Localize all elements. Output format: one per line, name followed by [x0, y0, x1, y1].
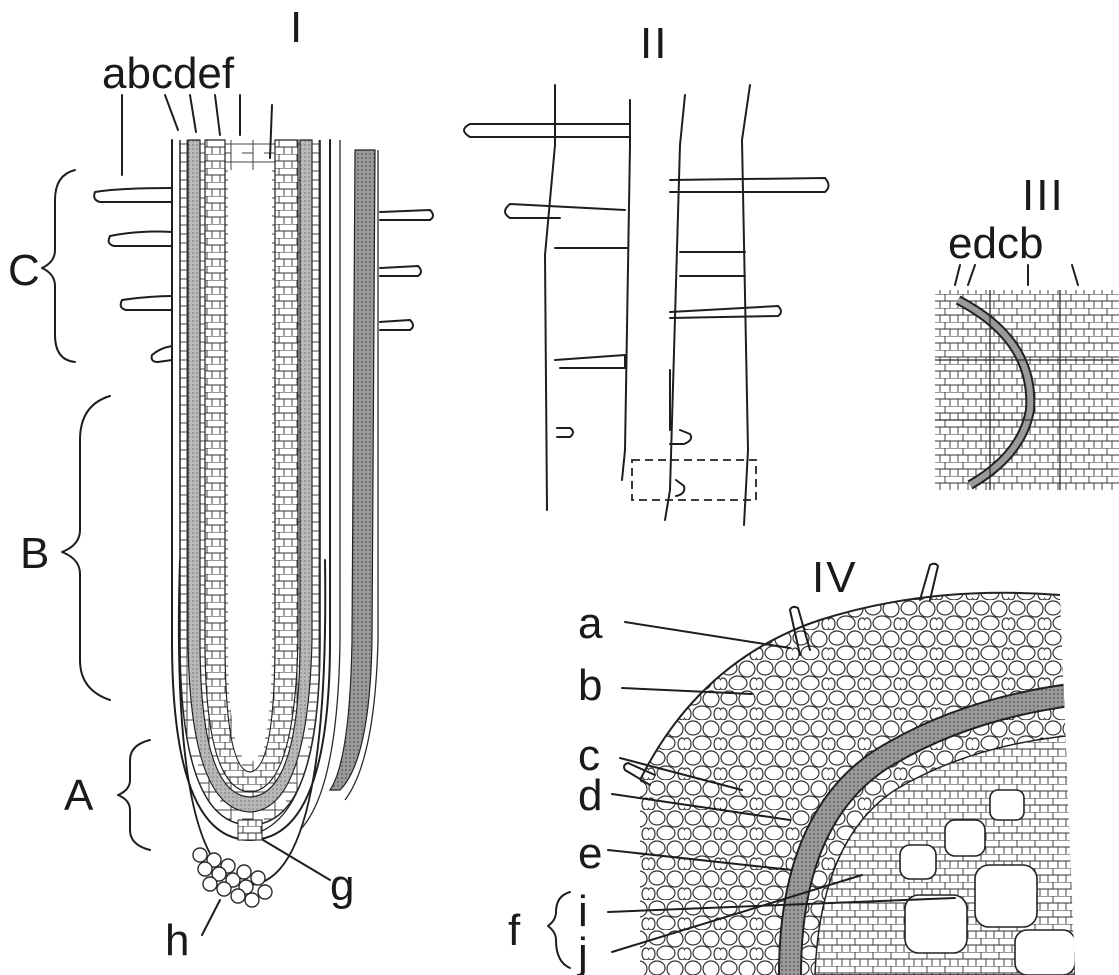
root-hairs-right — [380, 210, 433, 330]
panel-i-top-labels: abcdef — [102, 49, 235, 98]
label-g: g — [330, 861, 354, 910]
panel-ii-root-hair — [464, 85, 829, 525]
highlight-box — [632, 460, 756, 500]
panel-iii-numeral: III — [1022, 171, 1065, 220]
label-h: h — [165, 916, 189, 965]
brace-a — [118, 740, 150, 850]
zone-b-label: B — [20, 529, 49, 578]
panel-iii-top-labels: edcb — [948, 219, 1043, 268]
panel-ii-numeral: II — [640, 19, 668, 68]
root-hairs-left — [94, 188, 172, 362]
iv-label-b: b — [578, 661, 602, 710]
panel-i-numeral: I — [290, 3, 304, 52]
zone-a-label: A — [64, 771, 94, 820]
panel-iv-numeral: IV — [812, 553, 858, 602]
iv-label-e: e — [578, 829, 602, 878]
iv-label-j: j — [576, 929, 588, 975]
panel-iii-section — [935, 290, 1119, 490]
panel-i-root-tip — [42, 95, 433, 935]
zone-c-label: C — [8, 246, 40, 295]
panel-iv-cross-section — [548, 564, 1080, 975]
iv-label-d: d — [578, 771, 602, 820]
root-cap-cells — [193, 848, 272, 907]
brace-c — [42, 170, 75, 362]
iv-label-a: a — [578, 599, 603, 648]
iv-label-f: f — [508, 906, 521, 955]
brace-b — [62, 396, 110, 700]
